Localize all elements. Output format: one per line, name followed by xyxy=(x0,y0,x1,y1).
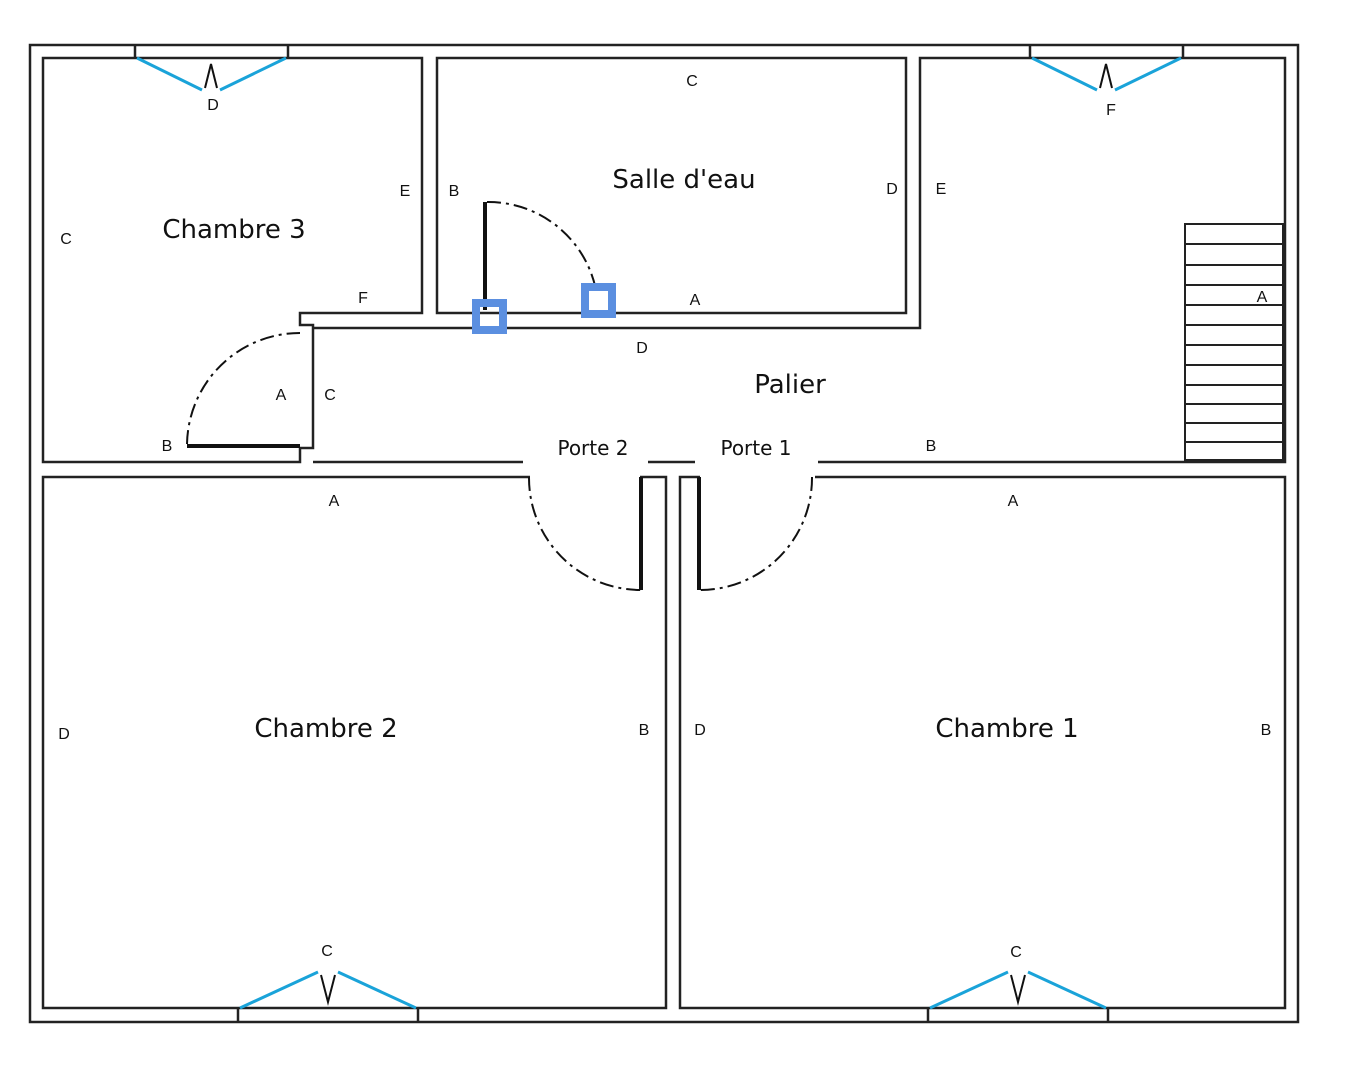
window-top-right xyxy=(1031,56,1182,92)
wall-label: C xyxy=(321,943,333,960)
wall-label: C xyxy=(324,387,336,404)
vent-icon xyxy=(581,283,616,318)
door-porte-1[interactable] xyxy=(697,476,814,592)
vent-icon xyxy=(472,299,507,334)
wall-label: A xyxy=(1008,493,1019,510)
salle-eau-walls xyxy=(435,56,908,315)
window-chambre-1 xyxy=(929,970,1107,1010)
wall-label: E xyxy=(936,181,947,198)
staircase xyxy=(1184,223,1284,461)
wall-label: C xyxy=(686,73,698,90)
wall-label: F xyxy=(1106,102,1116,119)
wall-label: D xyxy=(207,97,219,114)
wall-label: C xyxy=(60,231,72,248)
wall-label: D xyxy=(694,722,706,739)
door-label-porte-1: Porte 1 xyxy=(720,436,791,460)
palier-walls xyxy=(313,56,1287,464)
wall-label: D xyxy=(58,726,70,743)
wall-label: D xyxy=(636,340,648,357)
wall-label: A xyxy=(690,292,701,309)
wall-label: A xyxy=(329,493,340,510)
window-chambre-3 xyxy=(136,56,287,92)
chambre-3-walls xyxy=(41,56,424,464)
door-label-porte-2: Porte 2 xyxy=(557,436,628,460)
room-label-chambre-1: Chambre 1 xyxy=(935,714,1078,744)
wall-label: B xyxy=(639,722,650,739)
wall-labels: D C E F A B C C B D A D E F A B A D B C … xyxy=(58,73,1271,961)
door-porte-2[interactable] xyxy=(527,476,643,591)
outer-wall xyxy=(28,43,1300,1024)
room-label-chambre-2: Chambre 2 xyxy=(254,714,397,744)
door-chambre-3[interactable] xyxy=(186,332,301,448)
chambre-1-walls xyxy=(678,475,1287,1010)
wall-label: A xyxy=(1257,289,1268,306)
room-label-chambre-3: Chambre 3 xyxy=(162,215,305,245)
room-label-salle-eau: Salle d'eau xyxy=(612,165,755,195)
window-chambre-2 xyxy=(239,970,417,1010)
room-label-palier: Palier xyxy=(754,370,826,400)
wall-label: A xyxy=(276,387,287,404)
door-salle-eau[interactable] xyxy=(483,200,597,310)
wall-label: B xyxy=(1261,722,1272,739)
wall-label: E xyxy=(400,183,411,200)
wall-label: B xyxy=(926,438,937,455)
wall-label: C xyxy=(1010,944,1022,961)
wall-label: B xyxy=(162,438,173,455)
wall-label: D xyxy=(886,181,898,198)
wall-label: B xyxy=(449,183,460,200)
chambre-2-walls xyxy=(41,475,668,1010)
wall-label: F xyxy=(358,290,368,307)
window-frames xyxy=(133,45,1185,1022)
